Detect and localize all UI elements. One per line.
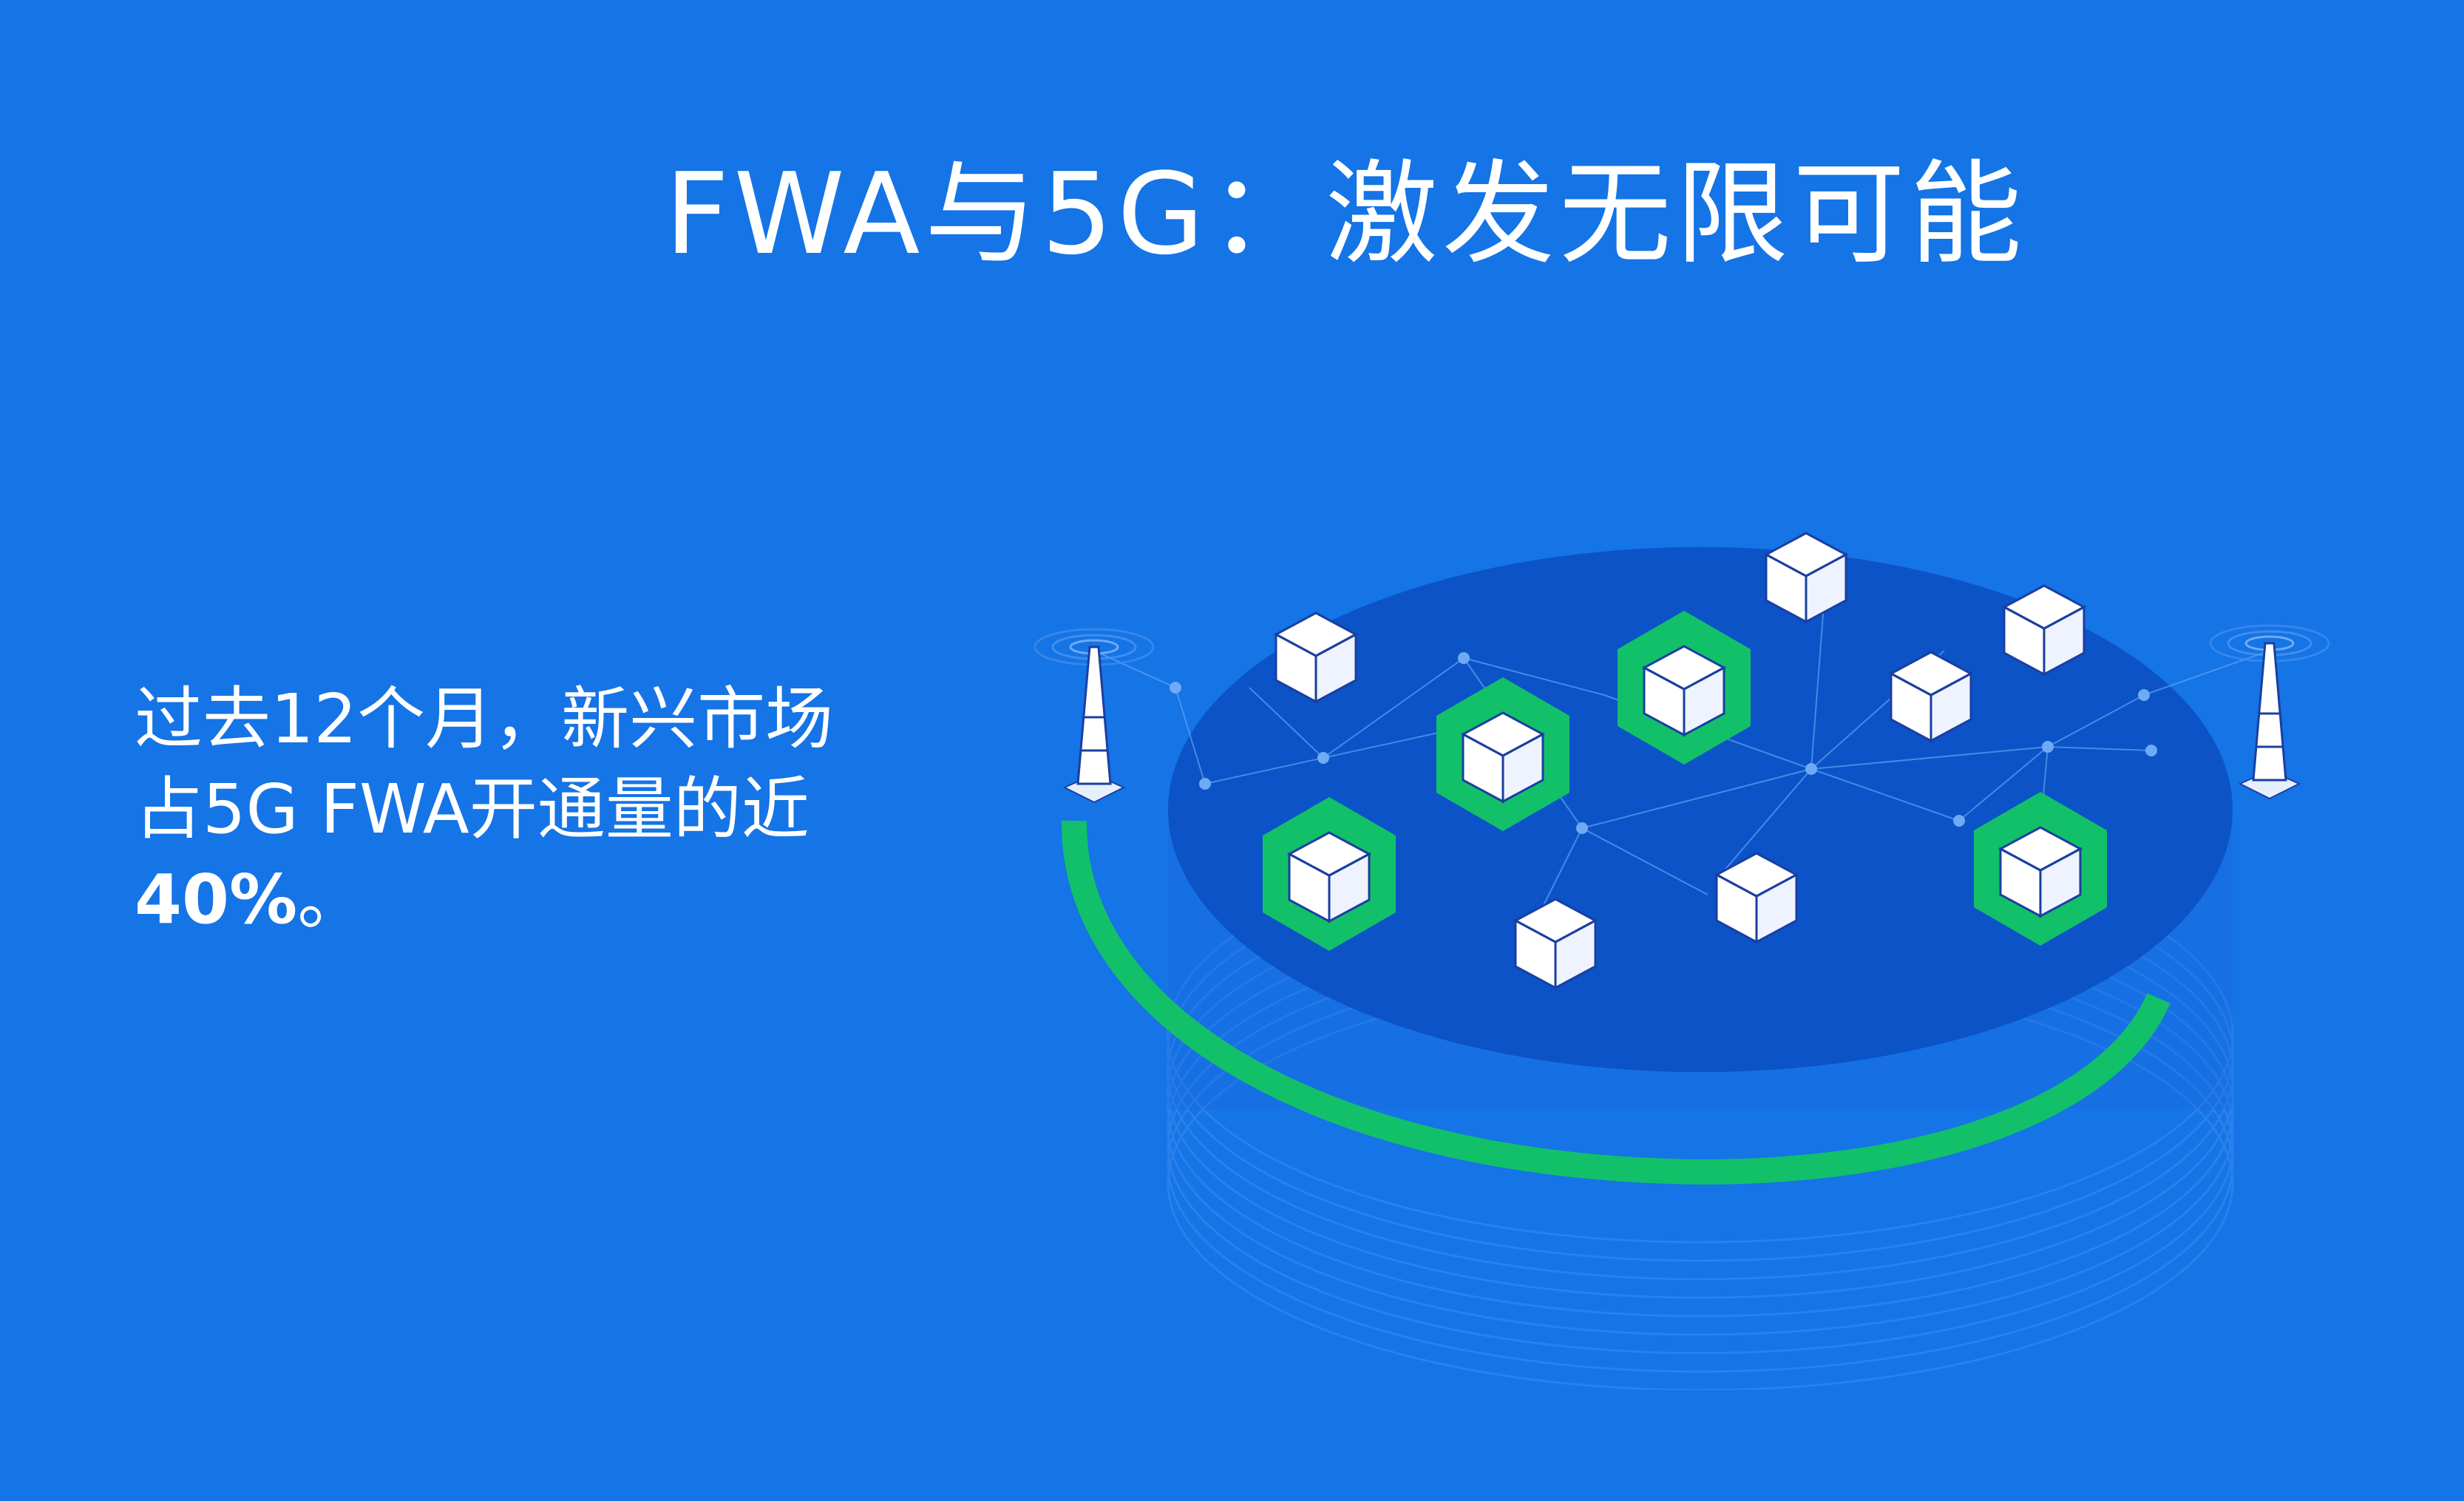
- hexagon-cube-icon: [1618, 611, 1751, 765]
- antenna-tower-icon: [2209, 624, 2330, 800]
- statistic-suffix: 。: [297, 860, 366, 939]
- network-disc-illustration: [1034, 532, 2330, 1390]
- hexagon-cube-icon: [1974, 792, 2107, 946]
- statistic-line-3: 40%。: [135, 855, 903, 945]
- hexagon-cube-icon: [1263, 797, 1396, 951]
- page-title: FWA与5G：激发无限可能: [665, 148, 2026, 279]
- statistic-line-2: 占5G FWA开通量的近: [135, 770, 810, 849]
- statistic-line-1: 过去12个月，新兴市场: [135, 680, 834, 759]
- network-nodes: [1170, 652, 2157, 834]
- progress-arc: [1061, 820, 2171, 1185]
- statistic-text: 过去12个月，新兴市场 占5G FWA开通量的近 40%。: [135, 674, 903, 945]
- statistic-highlight: 40%: [135, 860, 298, 939]
- hexagon-cube-icon: [1436, 677, 1569, 831]
- antenna-tower-icon: [1034, 628, 1155, 804]
